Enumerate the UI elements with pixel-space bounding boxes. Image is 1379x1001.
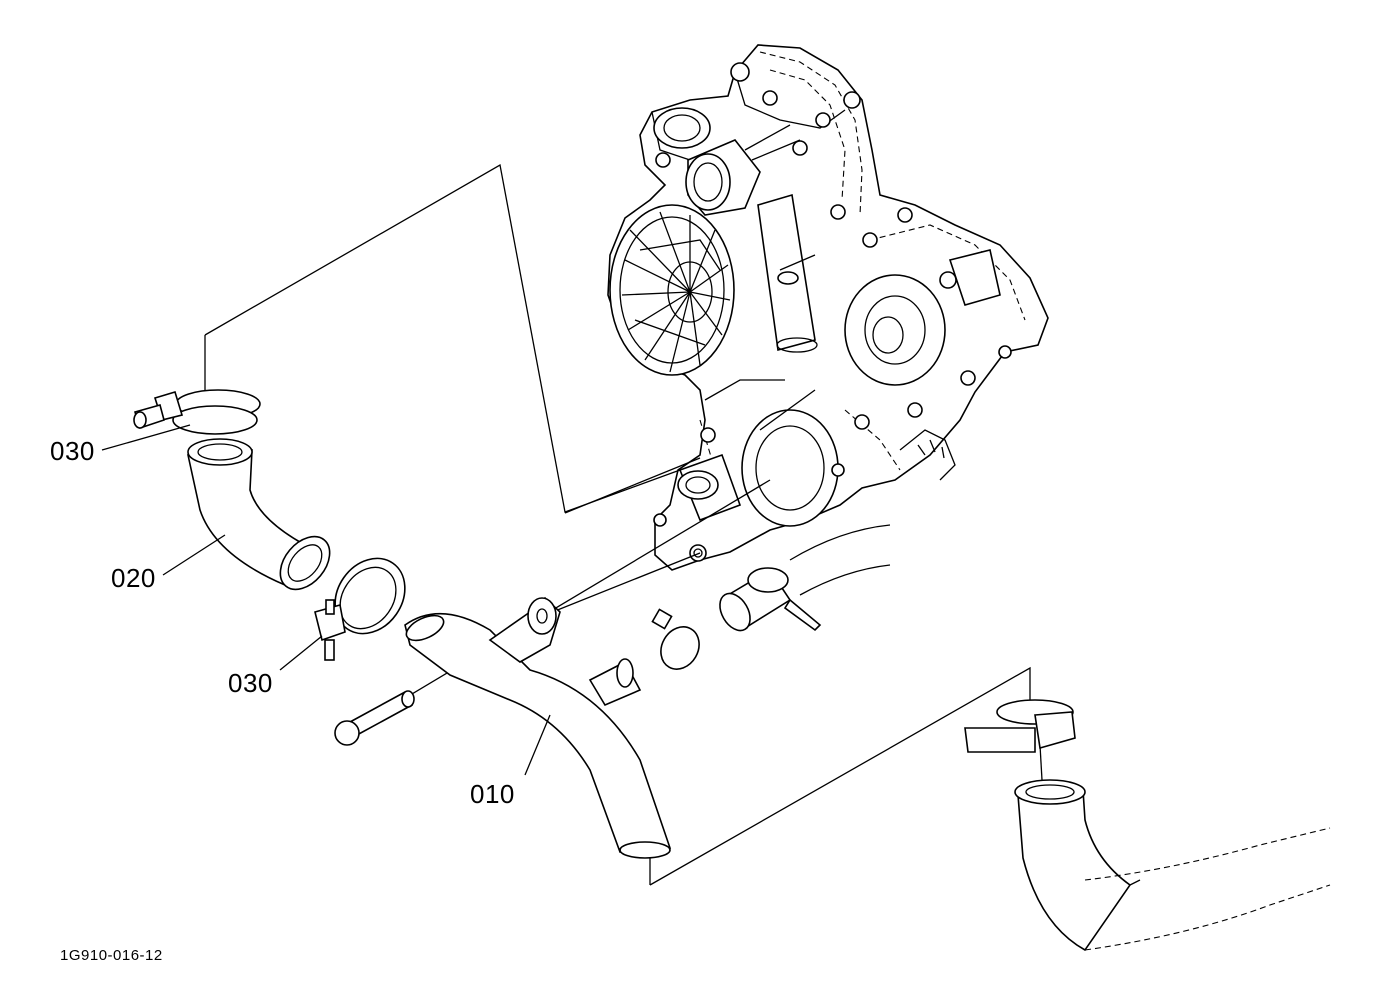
callout-020: 020 xyxy=(111,563,156,593)
fan-pulley xyxy=(609,204,735,376)
callout-030-upper: 030 xyxy=(50,436,95,466)
elbow-hose xyxy=(187,438,331,591)
callout-030-lower: 030 xyxy=(228,668,273,698)
reference-lines xyxy=(204,163,1043,886)
water-pipe xyxy=(404,596,672,859)
engine-block xyxy=(607,44,1049,571)
callout-010: 010 xyxy=(470,779,515,809)
radiator-hose xyxy=(964,699,1331,952)
upper-clamp xyxy=(133,389,261,435)
callout-leaders xyxy=(101,424,551,776)
drawing-code: 1G910-016-12 xyxy=(60,947,163,964)
bypass-clamp-fitting xyxy=(651,524,891,670)
lower-clamp xyxy=(314,557,406,661)
bolt xyxy=(334,690,415,746)
